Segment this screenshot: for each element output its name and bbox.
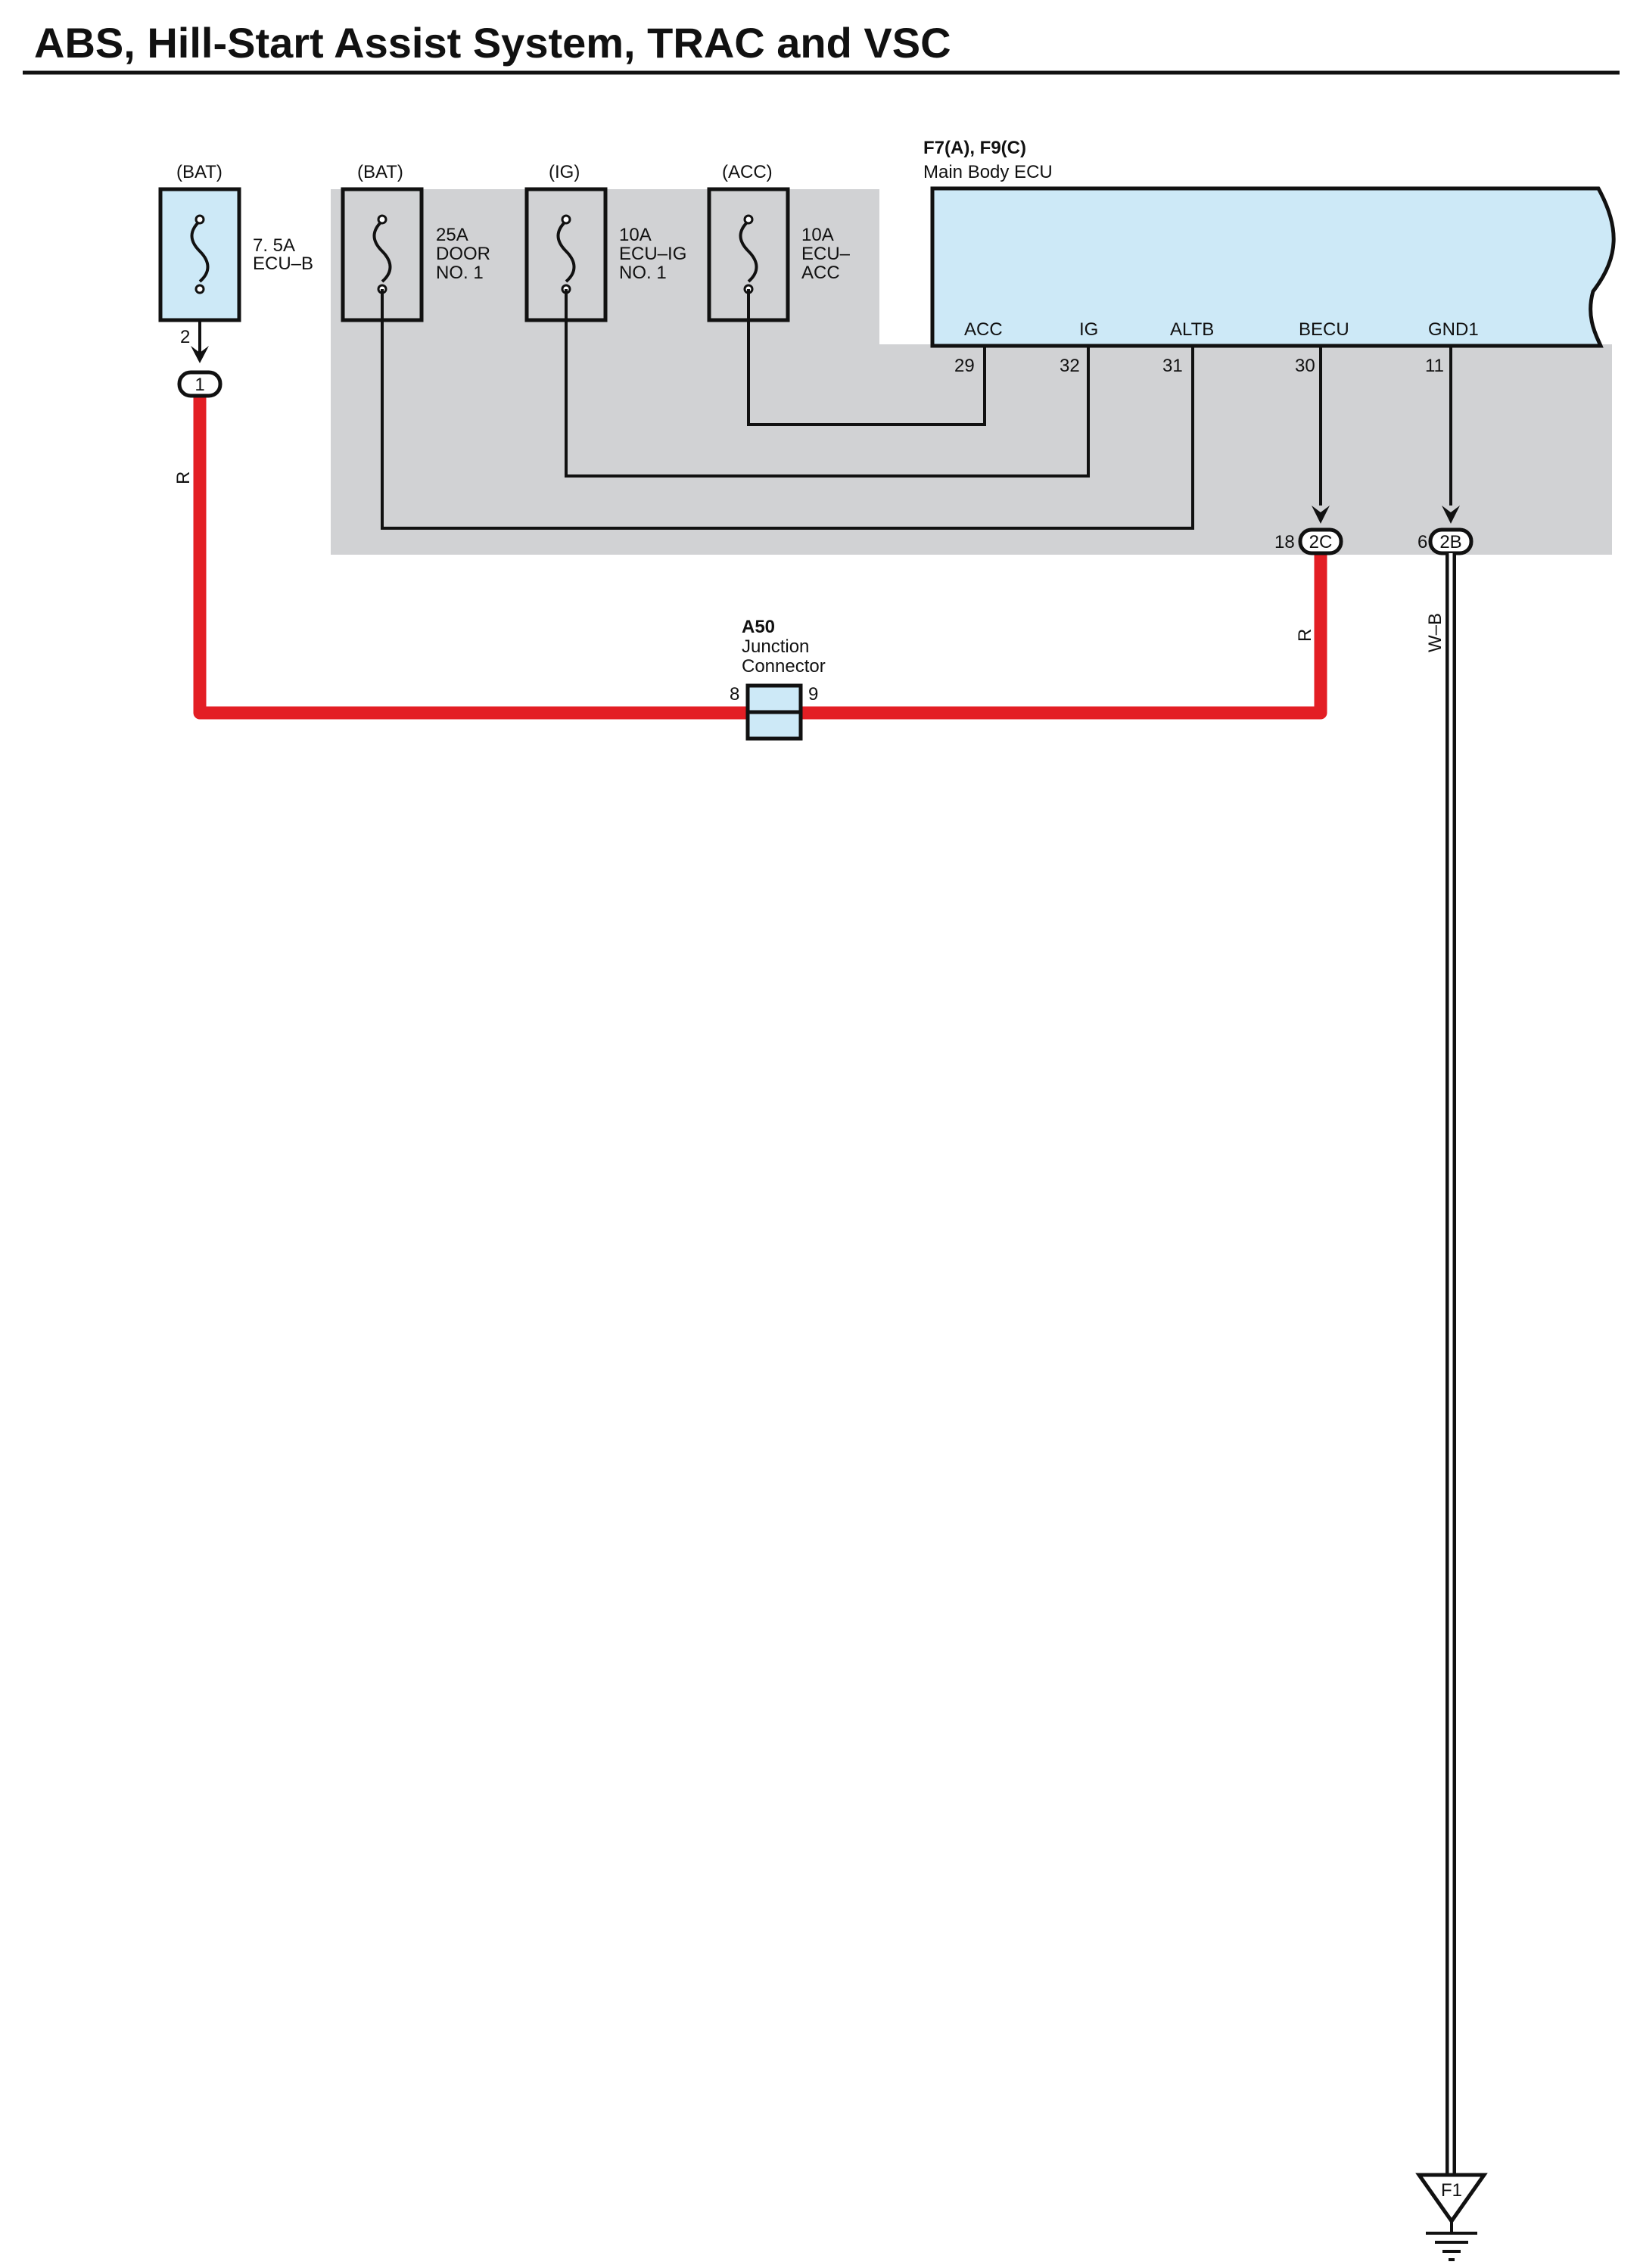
- connector-2b-label: 2B: [1439, 532, 1461, 552]
- junction-pin-left: 8: [730, 684, 739, 705]
- fuse-ecub-symbol-icon: [190, 214, 210, 294]
- fuse-ecuig-rating: 10A: [619, 225, 652, 245]
- wire-ecuacc-to-acc: [747, 289, 986, 426]
- fuse-door-supply: (BAT): [357, 162, 403, 182]
- ground-point-icon: [1415, 2173, 1488, 2225]
- junction-block-shade: [331, 189, 1612, 555]
- ground-label: F1: [1441, 2180, 1462, 2201]
- internal-wiring: [198, 289, 1452, 530]
- connector-2c-pin: 18: [1274, 532, 1295, 552]
- fuse-ecuacc-name2: ACC: [801, 263, 840, 283]
- fuse-ecuig-supply: (IG): [549, 162, 580, 182]
- arrow-to-connector-2c-icon: [1312, 506, 1330, 524]
- ecu-terminal-gnd1: GND1: [1428, 319, 1479, 340]
- fuse-ecuig-name2: NO. 1: [619, 263, 667, 283]
- wire-ecuig-to-ig: [565, 289, 1090, 478]
- junction-name2: Connector: [742, 656, 826, 677]
- fuse-ecub-name: ECU–B: [253, 254, 313, 274]
- ecu-pin-31: 31: [1162, 356, 1183, 376]
- fuse-ecuacc-supply: (ACC): [722, 162, 773, 182]
- junction-code: A50: [742, 617, 775, 637]
- fuse-ecub-supply: (BAT): [176, 162, 223, 182]
- ecu-connector-label: F7(A), F9(C): [923, 138, 1026, 158]
- fuse-ecub-rating: 7. 5A: [253, 235, 295, 256]
- junction-pin-right: 9: [808, 684, 818, 705]
- page-title: ABS, Hill-Start Assist System, TRAC and …: [34, 19, 951, 67]
- fuse-door-symbol-icon: [372, 214, 392, 294]
- fuse-door-name2: NO. 1: [436, 263, 484, 283]
- wire-color-ground-wb: W–B: [1425, 613, 1446, 652]
- fuse-door-rating: 25A: [436, 225, 468, 245]
- connector-1: [177, 370, 223, 398]
- arrow-to-connector-2b-icon: [1442, 506, 1460, 524]
- arrow-to-connector-1-icon: [191, 346, 209, 363]
- ecu-terminal-becu: BECU: [1299, 319, 1349, 340]
- ecu-terminal-ig: IG: [1079, 319, 1098, 340]
- connector-2c-label: 2C: [1309, 532, 1333, 552]
- fuse-ecuacc-symbol-icon: [739, 214, 758, 294]
- fuse-ecub-box: [158, 187, 241, 322]
- wire-door-to-altb: [381, 289, 1194, 530]
- junction-name1: Junction: [742, 636, 809, 657]
- ecu-pin-29: 29: [954, 356, 975, 376]
- wire-color-right-r: R: [1295, 629, 1315, 642]
- fuse-ecuacc-name1: ECU–: [801, 244, 851, 264]
- ecu-name-label: Main Body ECU: [923, 162, 1053, 182]
- fuse-ecub-pin: 2: [180, 327, 190, 347]
- fuse-ecuacc-rating: 10A: [801, 225, 834, 245]
- connector-2c: [1298, 527, 1343, 555]
- ecu-pin-30: 30: [1295, 356, 1315, 376]
- ecu-pin-32: 32: [1060, 356, 1080, 376]
- main-body-ecu-box: [930, 186, 1616, 348]
- fuse-door-name1: DOOR: [436, 244, 490, 264]
- connector-1-label: 1: [194, 375, 204, 395]
- ground-symbol-icon: [1426, 2221, 1477, 2261]
- ecu-terminal-altb: ALTB: [1170, 319, 1214, 340]
- ecu-pin-11: 11: [1425, 356, 1444, 376]
- fuse-ecuig-symbol-icon: [556, 214, 576, 294]
- fuse-ecuig-name1: ECU–IG: [619, 244, 686, 264]
- connector-2b-pin: 6: [1417, 532, 1427, 552]
- ecu-terminal-acc: ACC: [964, 319, 1003, 340]
- wire-color-left-r: R: [173, 471, 194, 484]
